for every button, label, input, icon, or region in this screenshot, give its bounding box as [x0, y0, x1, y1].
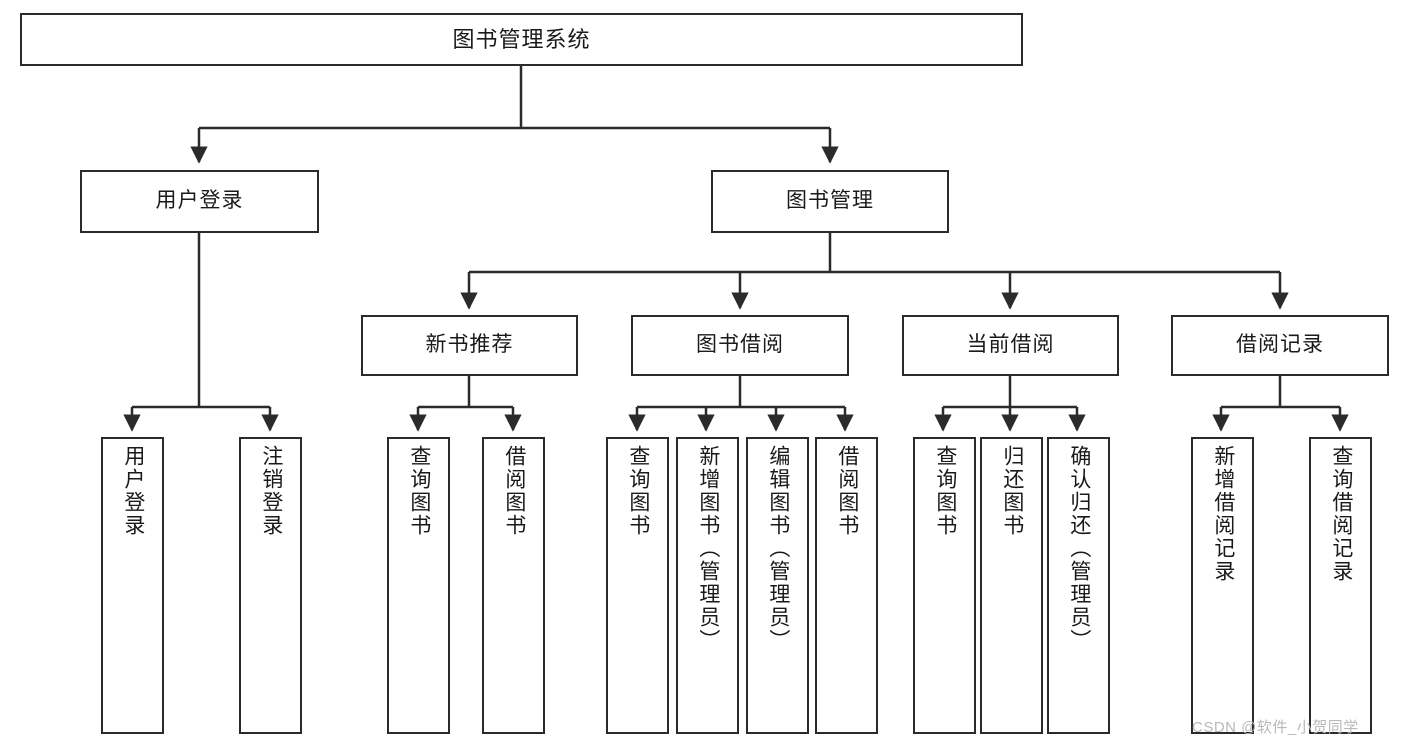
node-label: 查询图书	[933, 445, 957, 537]
node-label: 图书管理	[786, 189, 874, 213]
node-label: 归还图书	[1000, 445, 1024, 537]
node-label: 借阅图书	[835, 445, 859, 537]
node-label: 图书借阅	[696, 333, 784, 357]
leaf-current-confirm-return-admin[interactable]: 确认归还（管理员）	[1047, 437, 1110, 734]
node-book-management-system[interactable]: 图书管理系统	[20, 13, 1023, 66]
leaf-user-login-logout[interactable]: 注销登录	[239, 437, 302, 734]
node-user-login[interactable]: 用户登录	[80, 170, 319, 233]
leaf-borrow-borrow-book[interactable]: 借阅图书	[815, 437, 878, 734]
node-label: 查询图书	[407, 445, 431, 537]
node-label: 确认归还（管理员）	[1067, 445, 1091, 652]
node-label: 借阅记录	[1236, 333, 1324, 357]
node-label: 用户登录	[121, 445, 145, 537]
node-label: 图书管理系统	[452, 26, 591, 52]
node-borrow-record[interactable]: 借阅记录	[1171, 315, 1389, 376]
node-label: 查询借阅记录	[1329, 445, 1353, 583]
node-label: 用户登录	[155, 189, 244, 213]
node-label: 新书推荐	[425, 333, 514, 357]
node-label: 编辑图书（管理员）	[766, 445, 790, 652]
leaf-current-query-book[interactable]: 查询图书	[913, 437, 976, 734]
leaf-record-add-record[interactable]: 新增借阅记录	[1191, 437, 1254, 734]
leaf-record-query-record[interactable]: 查询借阅记录	[1309, 437, 1372, 734]
node-new-book-recommend[interactable]: 新书推荐	[361, 315, 578, 376]
node-label: 新增借阅记录	[1211, 445, 1235, 583]
leaf-user-login-login[interactable]: 用户登录	[101, 437, 164, 734]
leaf-borrow-query-book[interactable]: 查询图书	[606, 437, 669, 734]
node-book-management[interactable]: 图书管理	[711, 170, 949, 233]
leaf-borrow-add-book-admin[interactable]: 新增图书（管理员）	[676, 437, 739, 734]
node-label: 当前借阅	[966, 333, 1055, 357]
node-label: 借阅图书	[502, 445, 526, 537]
leaf-recommend-borrow-book[interactable]: 借阅图书	[482, 437, 545, 734]
node-book-borrow[interactable]: 图书借阅	[631, 315, 849, 376]
node-label: 新增图书（管理员）	[696, 445, 720, 652]
csdn-watermark: CSDN @软件_小贺同学	[1192, 719, 1359, 736]
leaf-recommend-query-book[interactable]: 查询图书	[387, 437, 450, 734]
node-current-borrow[interactable]: 当前借阅	[902, 315, 1119, 376]
leaf-current-return-book[interactable]: 归还图书	[980, 437, 1043, 734]
node-label: 查询图书	[626, 445, 650, 537]
leaf-borrow-edit-book-admin[interactable]: 编辑图书（管理员）	[746, 437, 809, 734]
node-label: 注销登录	[259, 445, 283, 537]
